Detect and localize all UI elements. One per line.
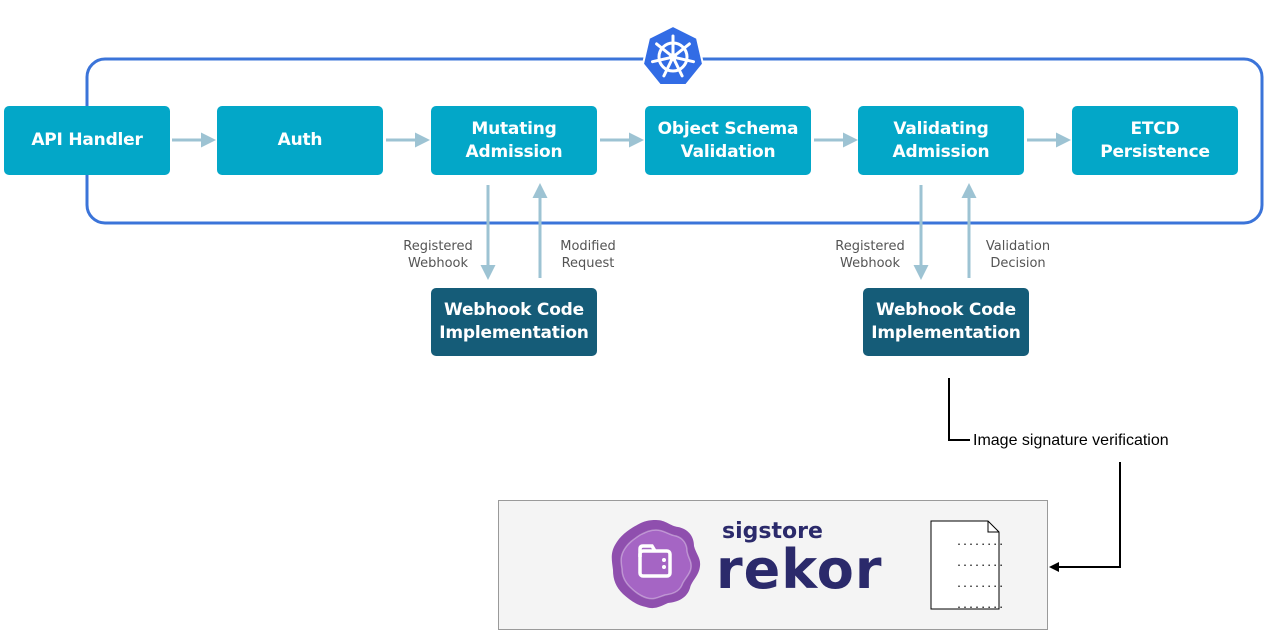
stage-label-line-2: Admission bbox=[892, 141, 990, 162]
kubernetes-helm-icon bbox=[641, 24, 705, 86]
label-line-2: Webhook bbox=[839, 256, 901, 271]
stage-api-handler: API Handler bbox=[4, 106, 170, 175]
stage-label-line-2: Validation bbox=[680, 141, 776, 162]
label-validating-registered-webhook: Registered Webhook bbox=[828, 238, 912, 272]
stage-label: Auth bbox=[277, 130, 323, 150]
sigstore-wordmark: sigstore bbox=[722, 519, 823, 544]
label-line-1: Registered bbox=[835, 239, 905, 254]
label-validation-decision: Validation Decision bbox=[978, 238, 1058, 272]
document-line: ........ bbox=[956, 537, 1005, 548]
document-line: ........ bbox=[956, 579, 1005, 590]
stage-object-schema-validation: Object Schema Validation bbox=[645, 106, 811, 175]
stage-label-line-1: Validating bbox=[893, 118, 989, 139]
webhook-label-line-2: Implementation bbox=[871, 323, 1021, 343]
stage-label-line-2: Admission bbox=[465, 141, 563, 162]
document-icon: ........ ........ ........ ........ bbox=[930, 520, 1004, 611]
label-mutating-modified-request: Modified Request bbox=[549, 238, 627, 272]
webhook-label-line-1: Webhook Code bbox=[876, 300, 1016, 320]
label-line-2: Request bbox=[561, 256, 615, 271]
label-line-1: Validation bbox=[985, 239, 1051, 254]
label-line-1: Registered bbox=[403, 239, 473, 254]
webhook-label-line-2: Implementation bbox=[439, 323, 589, 343]
rekor-wordmark: rekor bbox=[716, 538, 883, 601]
signature-verification-label: Image signature verification bbox=[973, 432, 1169, 449]
label-line-2: Webhook bbox=[407, 256, 469, 271]
webhook-label-line-1: Webhook Code bbox=[444, 300, 584, 320]
signature-to-rekor-arrow bbox=[1049, 462, 1121, 572]
label-line-2: Decision bbox=[990, 256, 1046, 271]
stage-auth: Auth bbox=[217, 106, 383, 175]
stage-label-line-1: Object Schema bbox=[657, 118, 799, 139]
stage-etcd-persistence: ETCD Persistence bbox=[1072, 106, 1238, 175]
stage-validating-admission: Validating Admission bbox=[858, 106, 1024, 175]
document-line: ........ bbox=[956, 600, 1005, 611]
stage-mutating-admission: Mutating Admission bbox=[431, 106, 597, 175]
stage-label-line-2: Persistence bbox=[1100, 141, 1210, 162]
webhook-mutating-implementation: Webhook Code Implementation bbox=[431, 288, 597, 356]
stage-label-line-1: Mutating bbox=[471, 118, 557, 139]
document-line: ........ bbox=[956, 558, 1005, 569]
stage-label-line-1: ETCD bbox=[1130, 118, 1180, 139]
stage-label: API Handler bbox=[31, 130, 143, 150]
signature-connector bbox=[948, 378, 970, 441]
rekor-seal-icon bbox=[611, 520, 701, 609]
webhook-validating-implementation: Webhook Code Implementation bbox=[863, 288, 1029, 356]
label-line-1: Modified bbox=[560, 239, 616, 254]
label-mutating-registered-webhook: Registered Webhook bbox=[396, 238, 480, 272]
